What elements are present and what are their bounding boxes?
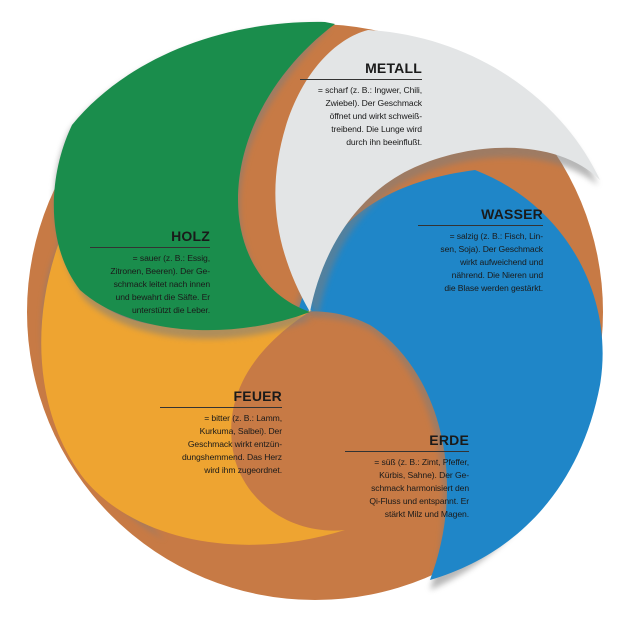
holz-line: = sauer (z. B.: Essig,: [132, 253, 210, 263]
wasser-label: WASSER = salzig (z. B.: Fisch, Lin- sen,…: [418, 206, 543, 295]
feuer-rule: [160, 407, 282, 408]
holz-line: und bewahrt die Säfte. Er: [115, 292, 211, 302]
wasser-text: = salzig (z. B.: Fisch, Lin- sen, Soja).…: [418, 230, 543, 295]
erde-rule: [345, 451, 469, 452]
holz-text: = sauer (z. B.: Essig, Zitronen, Beeren)…: [90, 252, 210, 317]
erde-line: stärkt Milz und Magen.: [384, 509, 469, 519]
holz-line: unterstützt die Leber.: [131, 305, 210, 315]
erde-line: Qi-Fluss und entspannt. Er: [369, 496, 469, 506]
erde-text: = süß (z. B.: Zimt, Pfeffer, Kürbis, Sah…: [345, 456, 469, 521]
feuer-text: = bitter (z. B.: Lamm, Kurkuma, Salbei).…: [160, 412, 282, 477]
wasser-line: nährend. Die Nieren und: [451, 270, 543, 280]
metall-line: Zwiebel). Der Geschmack: [325, 98, 422, 108]
holz-label: HOLZ = sauer (z. B.: Essig, Zitronen, Be…: [90, 228, 210, 317]
feuer-line: = bitter (z. B.: Lamm,: [204, 413, 282, 423]
holz-segment: [53, 21, 335, 331]
metall-rule: [300, 79, 422, 80]
holz-title: HOLZ: [171, 228, 210, 244]
wasser-segment: [298, 170, 603, 580]
metall-line: durch ihn beeinflußt.: [346, 137, 422, 147]
erde-line: = süß (z. B.: Zimt, Pfeffer,: [374, 457, 469, 467]
feuer-line: wird ihm zugeordnet.: [204, 465, 282, 475]
feuer-title: FEUER: [233, 388, 282, 404]
erde-line: Kürbis, Sahne). Der Ge-: [379, 470, 469, 480]
metall-line: treibend. Die Lunge wird: [331, 124, 422, 134]
wasser-line: sen, Soja). Der Geschmack: [440, 244, 543, 254]
feuer-label: FEUER = bitter (z. B.: Lamm, Kurkuma, Sa…: [160, 388, 282, 477]
erde-title: ERDE: [429, 432, 469, 448]
feuer-line: dungshemmend. Das Herz: [181, 452, 282, 462]
metall-line: = scharf (z. B.: Ingwer, Chili,: [317, 85, 422, 95]
feuer-line: Geschmack wirkt entzün-: [187, 439, 282, 449]
metall-segment: [275, 30, 600, 312]
wasser-title: WASSER: [481, 206, 543, 222]
feuer-segment: [41, 205, 346, 545]
metall-label: METALL = scharf (z. B.: Ingwer, Chili, Z…: [300, 60, 422, 149]
wasser-line: wirkt aufweichend und: [460, 257, 543, 267]
metall-line: öffnet und wirkt schweiß-: [329, 111, 422, 121]
holz-line: Zitronen, Beeren). Der Ge-: [110, 266, 210, 276]
wasser-rule: [418, 225, 543, 226]
metall-title: METALL: [365, 60, 422, 76]
wasser-line: = salzig (z. B.: Fisch, Lin-: [449, 231, 544, 241]
wasser-line: die Blase werden gestärkt.: [444, 283, 543, 293]
holz-line: schmack leitet nach innen: [113, 279, 210, 289]
holz-rule: [90, 247, 210, 248]
metall-text: = scharf (z. B.: Ingwer, Chili, Zwiebel)…: [300, 84, 422, 149]
erde-line: schmack harmonisiert den: [371, 483, 469, 493]
feuer-line: Kurkuma, Salbei). Der: [199, 426, 283, 436]
erde-label: ERDE = süß (z. B.: Zimt, Pfeffer, Kürbis…: [345, 432, 469, 521]
